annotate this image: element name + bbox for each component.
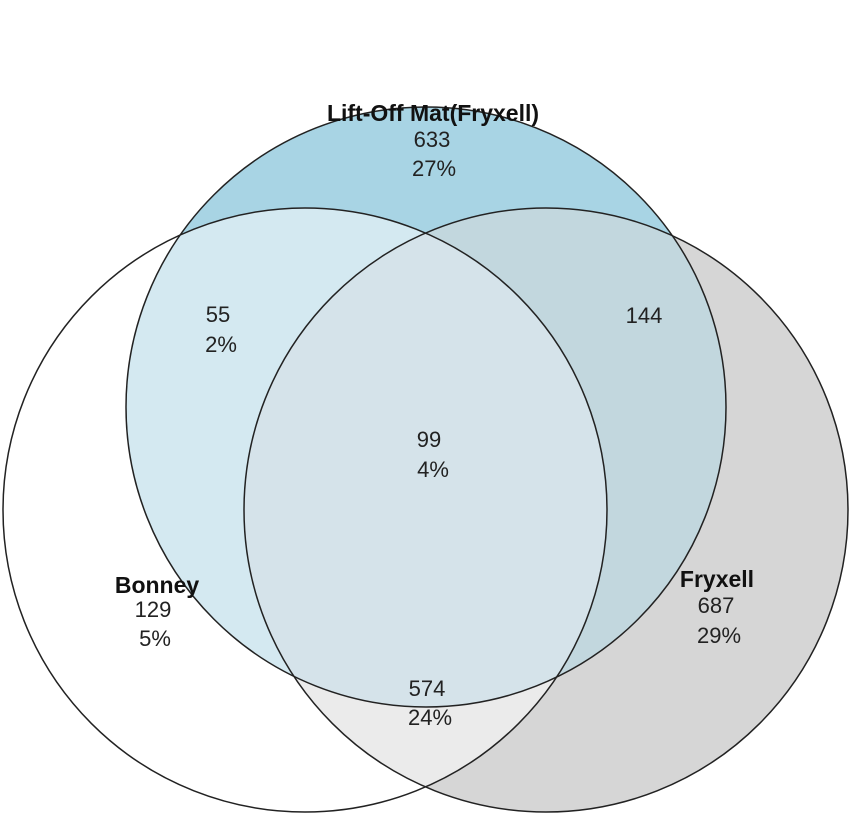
bonney-title: Bonney (115, 572, 200, 598)
fryxell-percent: 29% (697, 623, 741, 648)
bonney-circle-outline (2, 207, 608, 813)
lift-off-percent: 27% (412, 156, 456, 181)
all-three-overlap-fill (244, 208, 607, 707)
all-three-count: 99 (417, 427, 441, 452)
lift-off-bonney-percent: 2% (205, 332, 237, 357)
fryxell-count: 687 (698, 593, 735, 618)
lift-off-title: Lift-Off Mat(Fryxell) (327, 100, 539, 126)
all-three-percent: 4% (417, 457, 449, 482)
fryxell-circle-outline (243, 207, 849, 813)
bonney-count: 129 (135, 597, 172, 622)
bonney-fryxell-percent: 24% (408, 705, 452, 730)
lift-off-bonney-count: 55 (206, 302, 230, 327)
lift-off-circle-outline (125, 106, 727, 708)
bonney-percent: 5% (139, 626, 171, 651)
bonney-fryxell-count: 574 (409, 676, 446, 701)
lift-off-fryxell-count: 144 (626, 303, 663, 328)
fryxell-title: Fryxell (680, 566, 754, 592)
lift-off-count: 633 (414, 127, 451, 152)
